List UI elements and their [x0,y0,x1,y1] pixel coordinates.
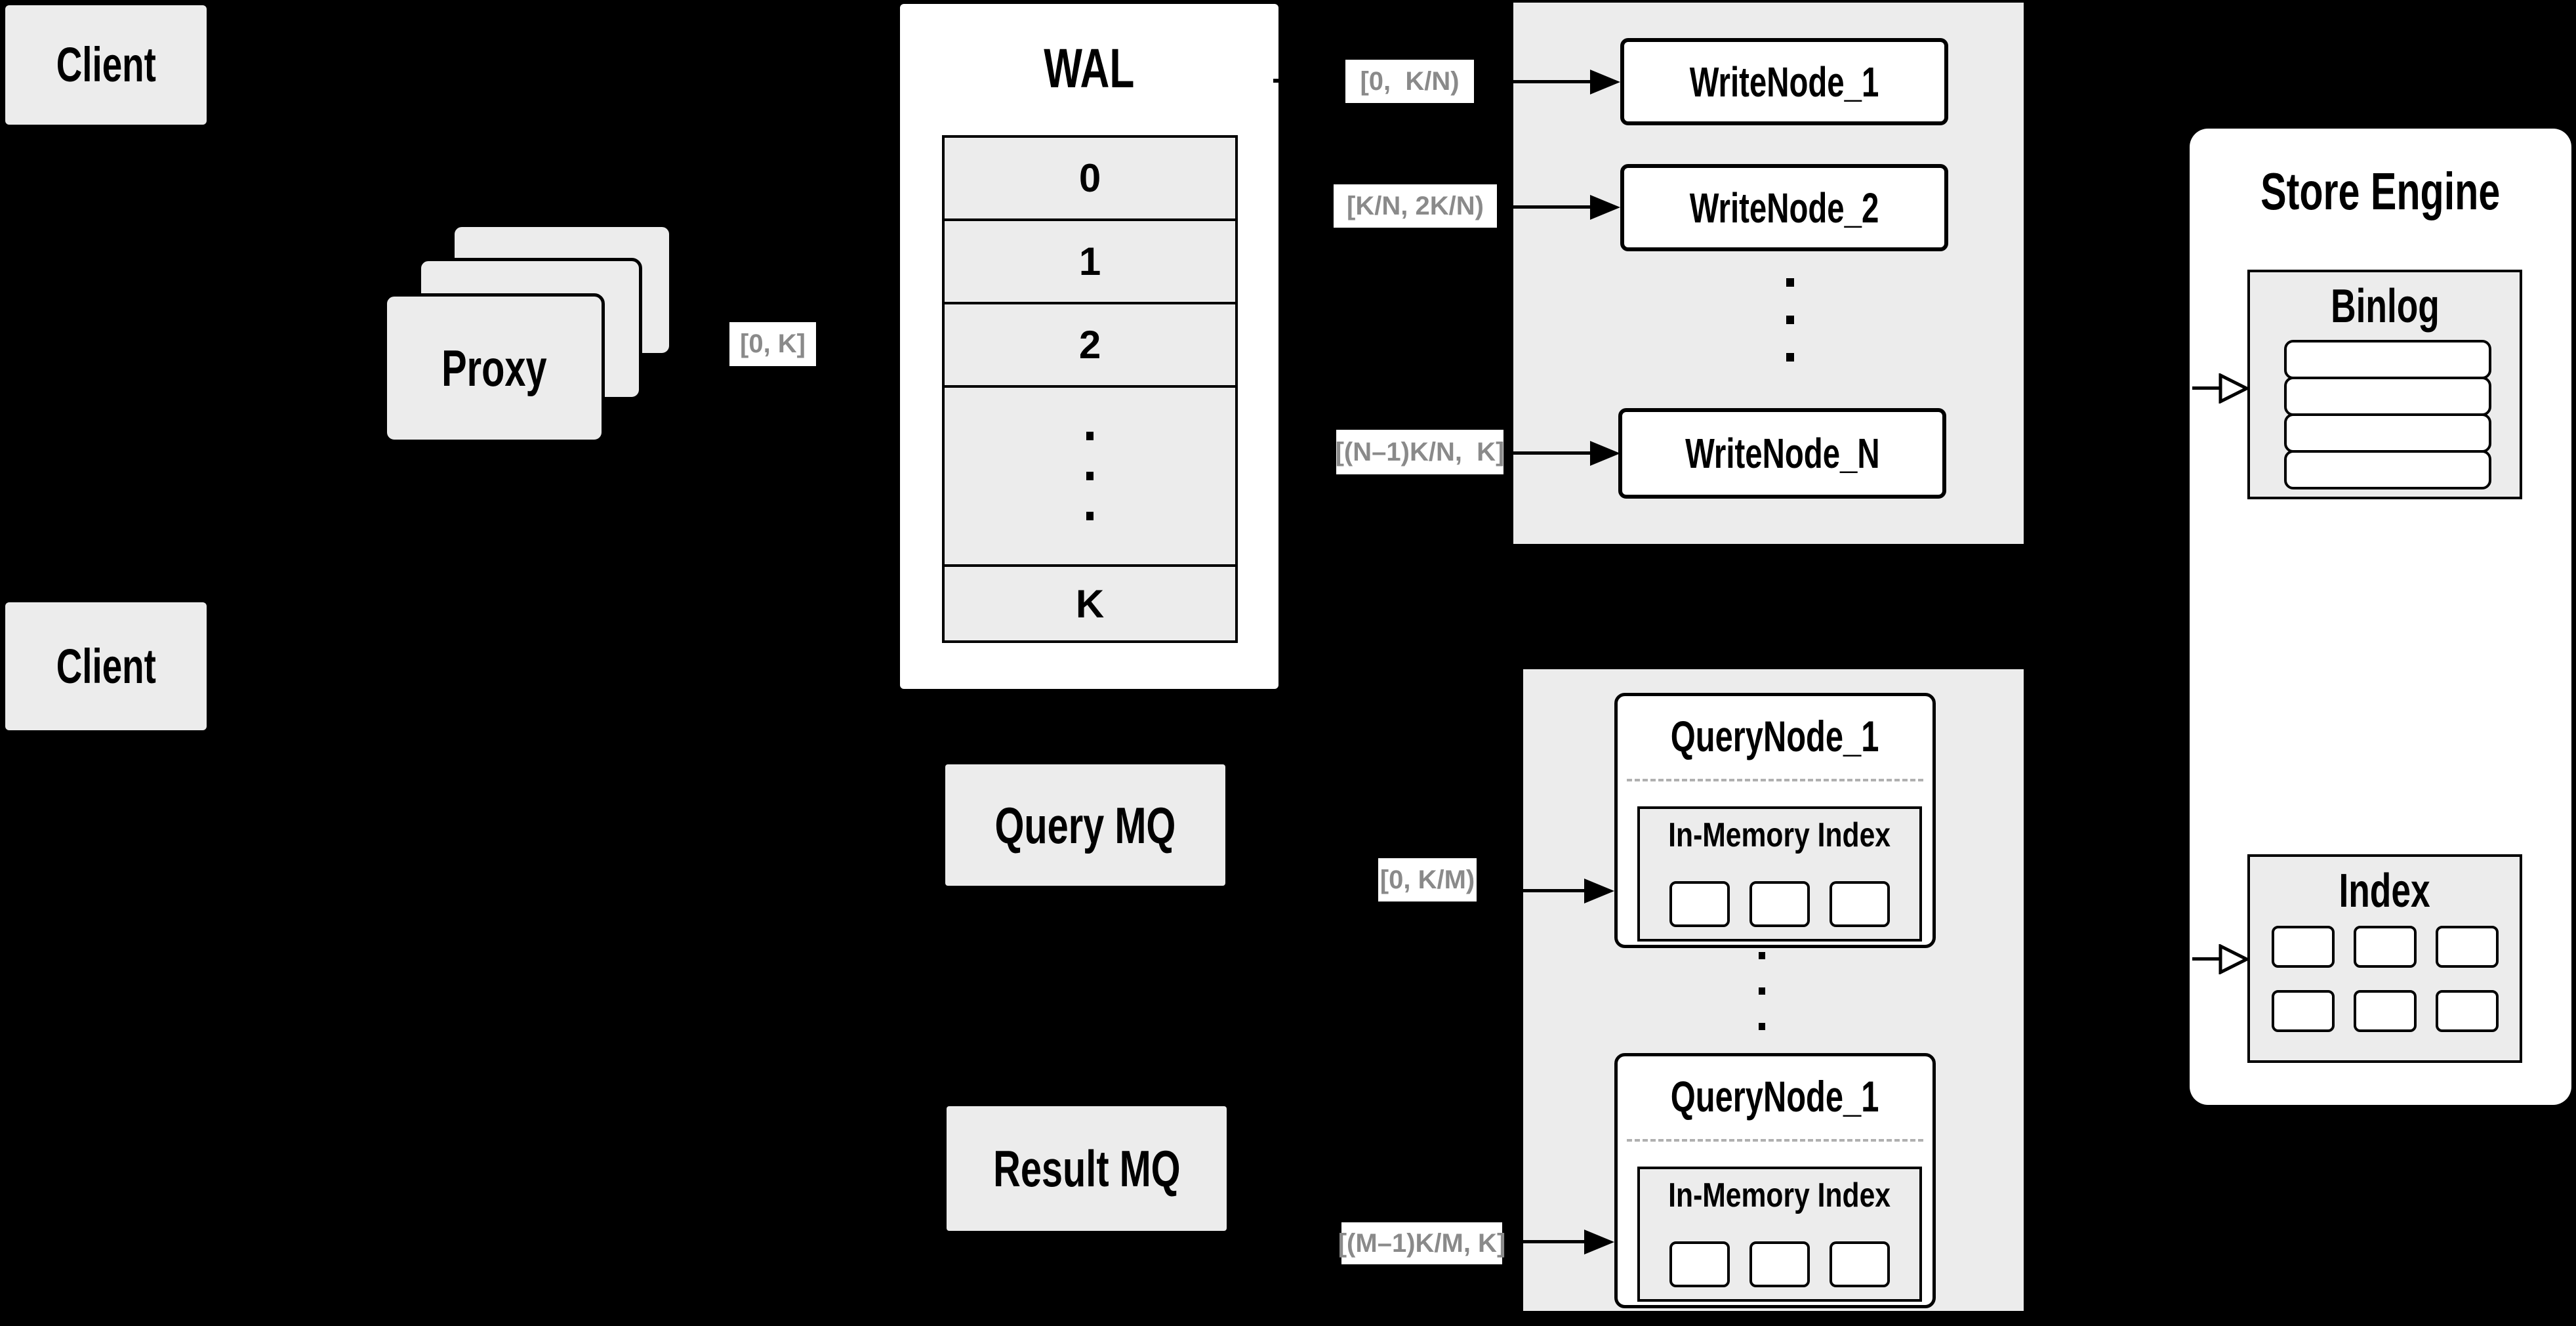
arrow-to-write-node-1 [1513,70,1620,94]
query-mq-label: Query MQ [994,796,1176,854]
binlog-row [2284,413,2491,453]
binlog-box: Binlog [2247,270,2522,499]
wal-segment-row: 2 [945,302,1235,385]
segment-cell [1749,881,1810,927]
range-label-write-1: [0, K/N) [1345,60,1474,103]
range-label-query-m: [(M–1)K/M, K] [1338,1222,1505,1264]
query-node-top-title-wrap: QueryNode_1 [1618,715,1932,758]
dot [1759,1023,1765,1030]
wal-ellipsis-row [945,385,1235,564]
arrow-to-binlog [2192,373,2249,404]
query-mq-node: Query MQ [945,764,1225,886]
dashed-divider [1627,1139,1923,1142]
store-engine-title: Store Engine [2260,162,2501,220]
query-node-top-title: QueryNode_1 [1671,712,1879,760]
query-node-bottom-title: QueryNode_1 [1671,1072,1879,1121]
index-cell [2435,990,2499,1032]
wal-segment-row: 1 [945,218,1235,302]
store-engine-box: Store Engine Binlog Index [2190,129,2571,1105]
write-node-2-label: WriteNode_2 [1689,184,1879,232]
dot [1086,432,1094,440]
wal-box: WAL 0 1 2 K [900,4,1280,689]
wal-segment-table: 0 1 2 K [942,135,1238,643]
write-node-2: WriteNode_2 [1620,164,1948,251]
write-node-n-label: WriteNode_N [1685,430,1880,477]
result-mq-label: Result MQ [992,1140,1181,1197]
wal-segment-row-last: K [945,564,1235,640]
write-node-ellipsis [1786,278,1794,362]
in-memory-segments-top [1640,881,1919,927]
segment-cell [1669,881,1730,927]
in-memory-index-bottom-title-wrap: In-Memory Index [1640,1178,1919,1212]
index-cell [2271,926,2335,968]
result-mq-node: Result MQ [947,1106,1227,1231]
segment-cell [1669,1241,1730,1287]
index-cell [2353,926,2417,968]
binlog-title: Binlog [2330,280,2440,333]
write-node-1-label: WriteNode_1 [1689,58,1879,106]
range-label-write-n: [(N–1)K/N, K] [1336,430,1504,474]
dot [1086,472,1094,480]
dot [1086,512,1094,520]
in-memory-index-top-title-wrap: In-Memory Index [1640,818,1919,852]
arrow-to-index [2192,944,2249,974]
dot [1759,987,1765,995]
proxy-card-front: Proxy [384,293,605,443]
dot [1759,952,1765,959]
store-engine-title-wrap: Store Engine [2190,165,2571,218]
query-node-bottom: QueryNode_1 In-Memory Index [1614,1053,1936,1308]
index-cell [2435,926,2499,968]
ellipsis-dots [1086,432,1094,520]
binlog-rows [2284,340,2491,489]
in-memory-index-bottom-title: In-Memory Index [1668,1176,1891,1214]
index-title: Index [2339,865,2431,917]
arrow-to-query-node-bottom [1523,1230,1614,1254]
in-memory-index-top: In-Memory Index [1637,806,1922,942]
index-title-wrap: Index [2250,867,2520,915]
index-cell [2271,990,2335,1032]
range-label-write-2: [K/N, 2K/N) [1334,184,1497,228]
dashed-divider [1627,779,1923,781]
write-node-n: WriteNode_N [1618,408,1946,499]
index-box: Index [2247,854,2522,1063]
index-cell [2353,990,2417,1032]
client-top-label: Client [56,37,156,92]
arrow-to-write-node-n [1513,441,1620,466]
binlog-row [2284,340,2491,379]
client-bottom-label: Client [56,638,156,694]
wal-title-wrap: WAL [900,41,1278,96]
write-node-1: WriteNode_1 [1620,38,1948,125]
range-label-proxy-out: [0, K] [729,322,816,366]
dot [1786,316,1794,324]
binlog-row [2284,377,2491,416]
in-memory-index-bottom: In-Memory Index [1637,1167,1922,1302]
client-node-top: Client [5,5,207,125]
segment-cell [1749,1241,1810,1287]
in-memory-segments-bottom [1640,1241,1919,1287]
query-node-ellipsis [1759,952,1765,1030]
wal-connector-stub [1273,79,1280,83]
index-cell-row [2250,990,2520,1032]
query-node-bottom-title-wrap: QueryNode_1 [1618,1075,1932,1118]
hollow-arrowhead [2218,944,2249,974]
wal-segment-row: 0 [945,138,1235,218]
wal-title: WAL [1044,37,1135,99]
client-node-bottom: Client [5,602,207,730]
binlog-title-wrap: Binlog [2250,283,2520,330]
in-memory-index-top-title: In-Memory Index [1668,816,1891,854]
query-node-top: QueryNode_1 In-Memory Index [1614,693,1936,948]
index-cell-row [2250,926,2520,968]
arrow-to-query-node-top [1523,879,1614,903]
range-label-query-1: [0, K/M) [1378,858,1477,901]
proxy-label: Proxy [441,339,547,397]
segment-cell [1830,1241,1890,1287]
dot [1786,278,1794,287]
hollow-arrowhead [2218,373,2249,404]
arrow-to-write-node-2 [1513,195,1620,220]
dot [1786,353,1794,362]
binlog-row [2284,450,2491,489]
segment-cell [1830,881,1890,927]
